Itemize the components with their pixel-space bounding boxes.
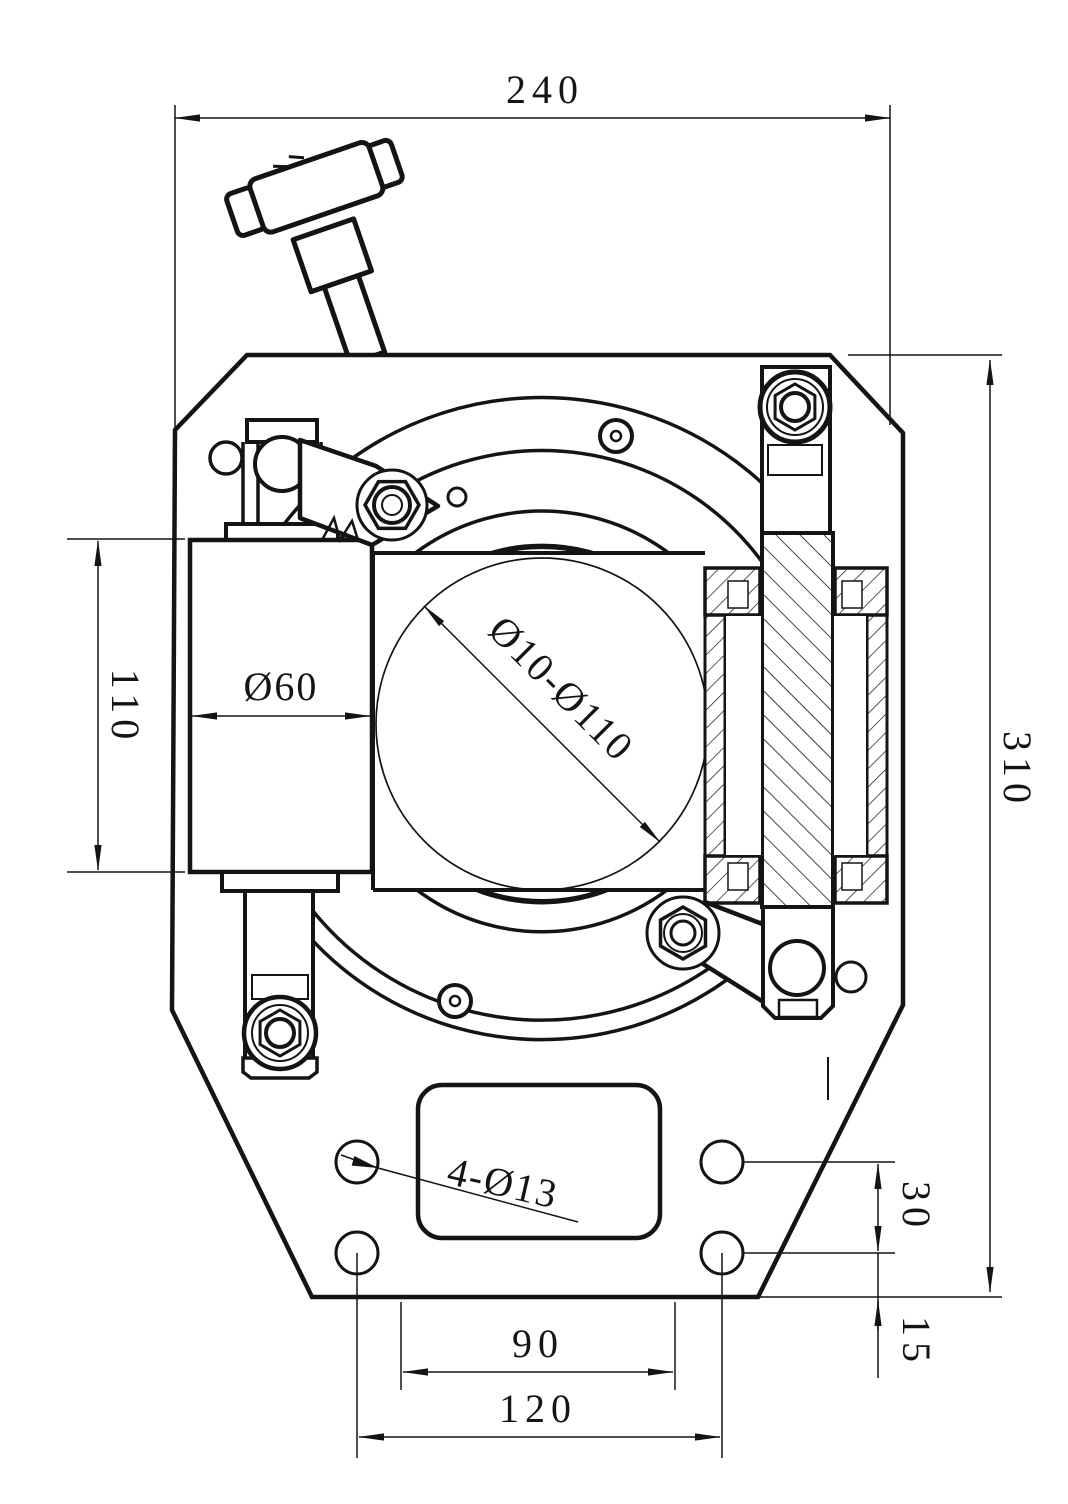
dim-hole-bottom-offset: 15 (894, 1316, 939, 1368)
column-section-hatch (760, 531, 835, 909)
bearing-blocks (703, 566, 889, 905)
body-hole-upper-left (208, 440, 244, 476)
left-cylinder-assembly (187, 418, 375, 1080)
lower-clamp-arm (645, 895, 868, 1100)
right-guide-column (703, 365, 889, 909)
upper-clamp-arm (297, 437, 441, 548)
clevis-pin-lower (768, 939, 826, 997)
dim-overall-width: 240 (506, 67, 584, 112)
body-hole-lower-right (834, 960, 868, 994)
dim-hole-row-spacing: 30 (894, 1181, 939, 1233)
dim-overall-height: 310 (995, 731, 1040, 809)
cylinder-barrel (187, 537, 375, 875)
dim-cylinder-diameter: Ø60 (244, 664, 319, 709)
mount-window (415, 1082, 663, 1241)
ring-screws (437, 418, 634, 1019)
dim-inner-hole-span: 90 (512, 1321, 564, 1366)
mount-hole-top-right (699, 1139, 745, 1185)
dim-outer-hole-span: 120 (499, 1386, 577, 1431)
dim-cylinder-length: 110 (103, 669, 148, 746)
dimensions (67, 105, 1002, 1458)
